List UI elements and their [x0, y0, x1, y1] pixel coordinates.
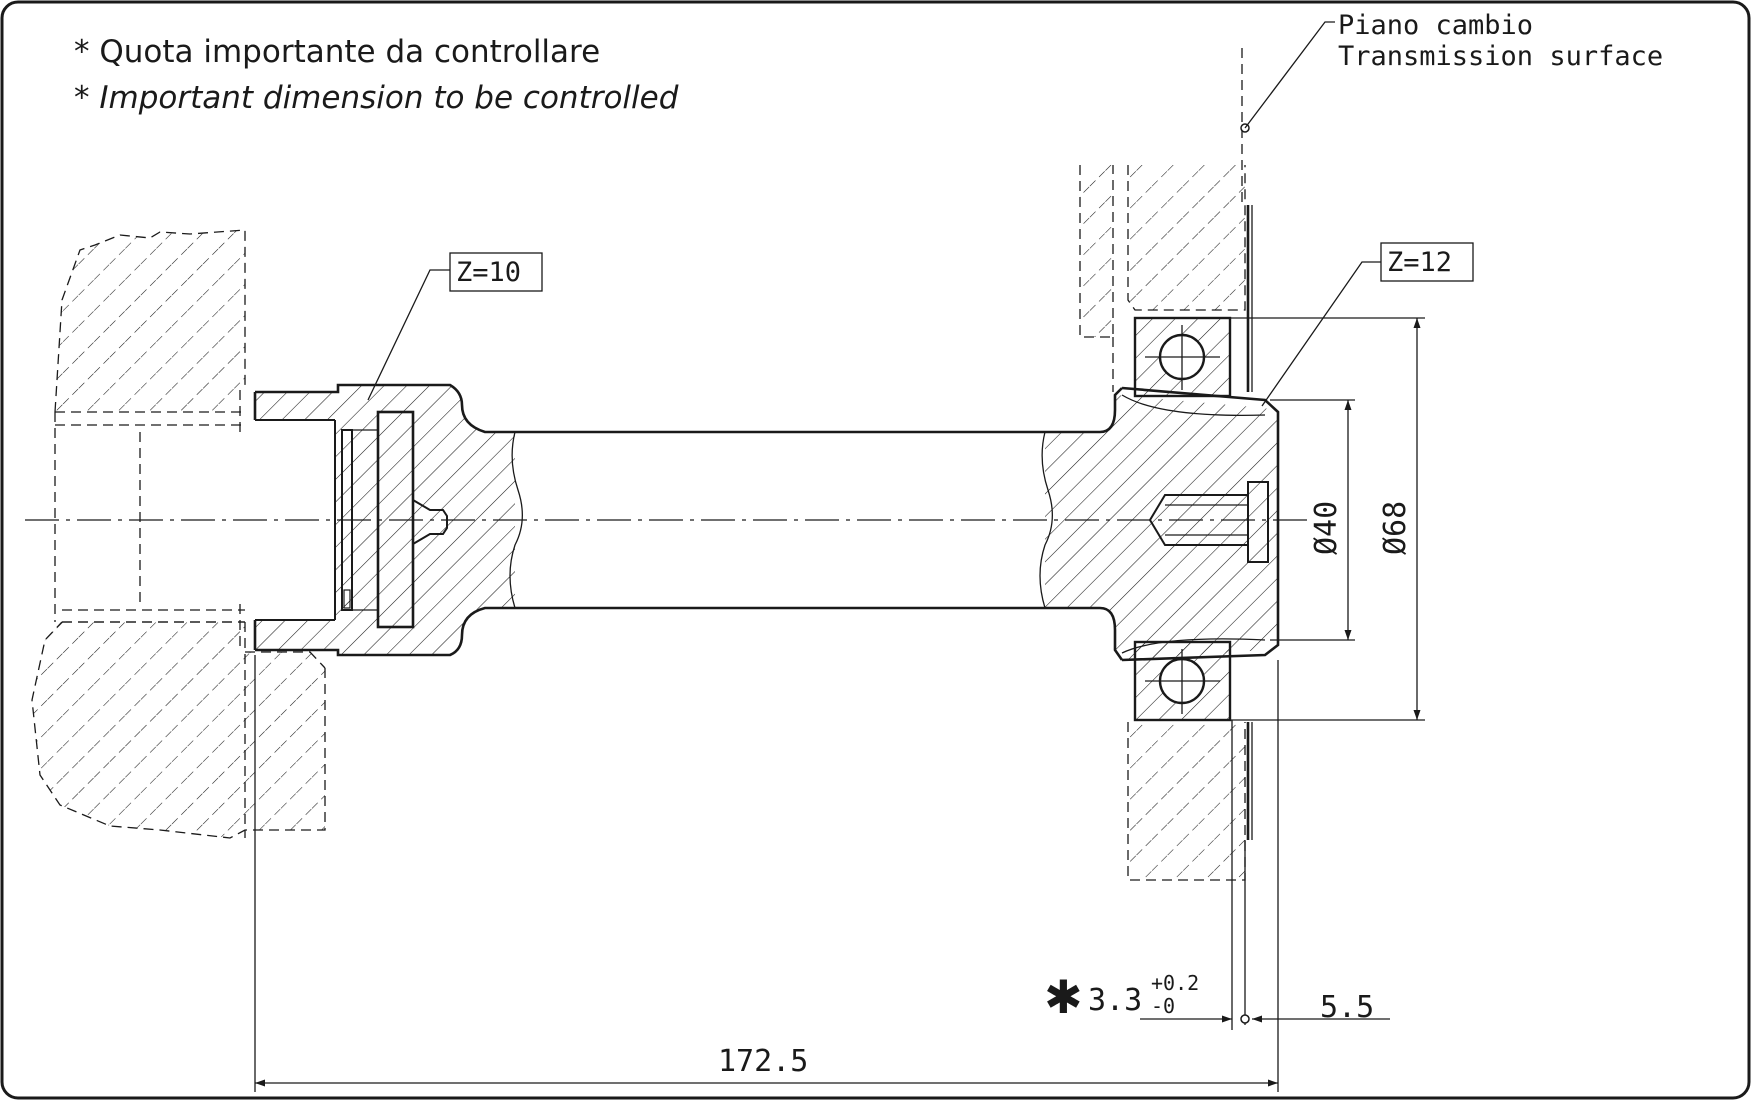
left-housing — [31, 229, 326, 839]
bearing-lower — [1133, 640, 1232, 722]
surface-label-it: Piano cambio — [1338, 10, 1533, 41]
bearing-upper — [1133, 316, 1232, 398]
z12-label: Z=12 — [1387, 247, 1452, 278]
dim-offset: 5.5 — [1231, 720, 1390, 1030]
surface-callout: Piano cambio Transmission surface — [1244, 10, 1663, 129]
shaft — [253, 383, 1280, 662]
dim-overall-label: 172.5 — [718, 1044, 808, 1079]
z12-callout: Z=12 — [1261, 242, 1474, 407]
dim-d68-label: Ø68 — [1378, 501, 1413, 555]
critical-star-icon: ✱ — [1044, 970, 1083, 1024]
dim-d40: Ø40 — [1270, 399, 1355, 641]
z10-callout: Z=10 — [367, 252, 543, 401]
note-italian: * Quota importante da controllare — [74, 34, 600, 70]
dim-offset-label: 5.5 — [1320, 990, 1374, 1025]
dim-critical: ✱ 3.3 +0.2 -0 — [1044, 970, 1232, 1024]
note-english: * Important dimension to be controlled — [74, 80, 679, 116]
transmission-plate — [1240, 48, 1253, 1025]
dim-d68: Ø68 — [1230, 317, 1425, 721]
dim-critical-upper: +0.2 — [1151, 971, 1199, 995]
dim-overall: 172.5 — [254, 655, 1279, 1092]
right-housing — [1079, 165, 1246, 881]
dim-critical-base: 3.3 — [1088, 983, 1142, 1018]
surface-label-en: Transmission surface — [1338, 41, 1663, 72]
dim-d40-label: Ø40 — [1309, 501, 1344, 555]
z10-label: Z=10 — [456, 257, 521, 288]
dim-critical-lower: -0 — [1151, 994, 1175, 1018]
